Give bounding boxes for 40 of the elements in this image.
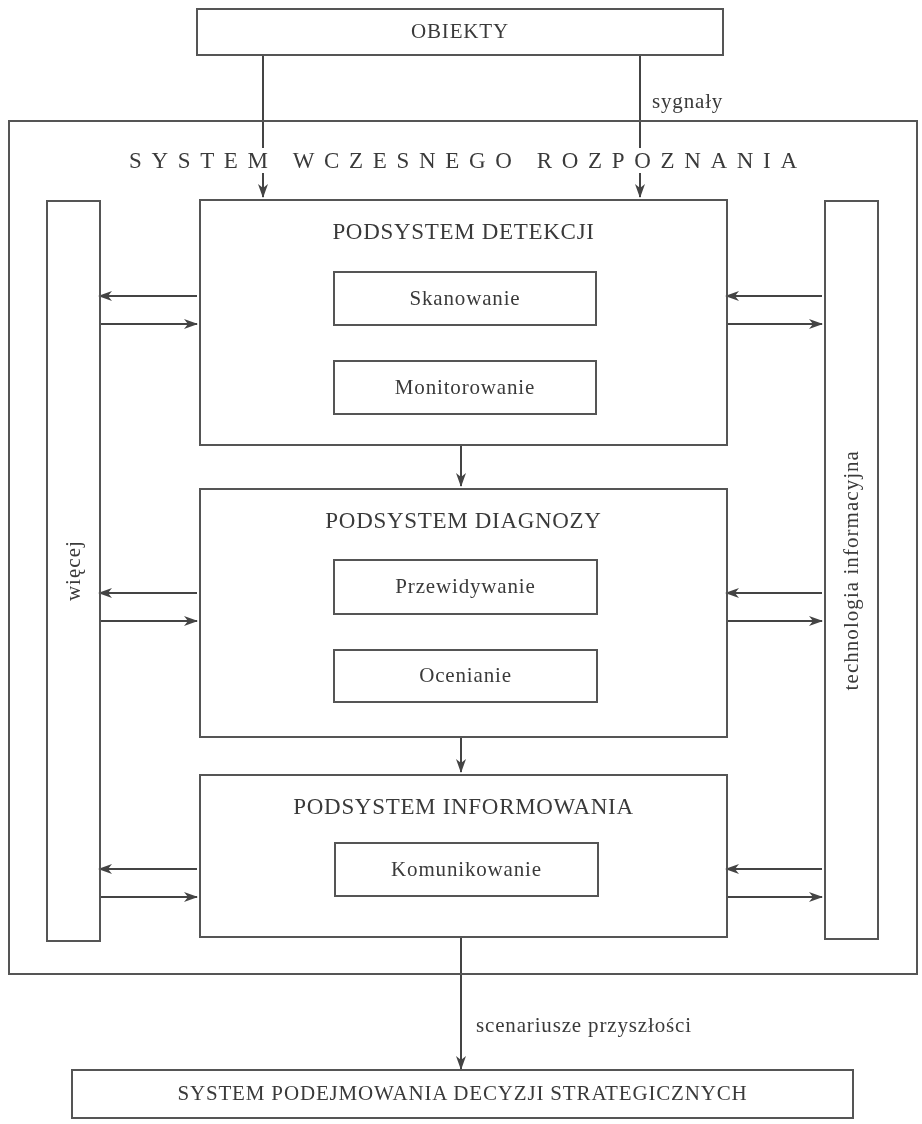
arrow — [725, 892, 823, 902]
arrow — [456, 935, 466, 1070]
arrow — [456, 735, 466, 773]
process-box — [71, 1069, 854, 1119]
box-label: Skanowanie — [409, 284, 521, 312]
process-box — [333, 559, 598, 615]
process-box — [333, 271, 597, 326]
box-label: Komunikowanie — [391, 855, 542, 883]
arrow — [725, 864, 823, 874]
process-box — [334, 842, 599, 897]
arrow — [98, 864, 198, 874]
arrow — [456, 443, 466, 487]
arrow — [98, 588, 198, 598]
vertical-bar — [46, 200, 101, 942]
subsystem-title: PODSYSTEM INFORMOWANIA — [292, 793, 635, 821]
arrow — [725, 588, 823, 598]
system-frame — [8, 120, 918, 975]
box-label: Monitorowanie — [394, 373, 536, 401]
subsystem-title: PODSYSTEM DIAGNOZY — [324, 507, 603, 535]
box-label: Ocenianie — [419, 662, 512, 690]
box-label: SYSTEM PODEJMOWANIA DECYZJI STRATEGICZNYCH — [177, 1080, 748, 1108]
arrow — [98, 291, 198, 301]
vertical-label: więcej — [59, 539, 86, 604]
process-box — [333, 360, 597, 415]
subsystem-title: PODSYSTEM DETEKCJI — [331, 218, 596, 246]
process-box — [196, 8, 724, 56]
arrow — [725, 616, 823, 626]
subsystem-box — [199, 774, 728, 938]
vertical-label: technologia informacyjna — [837, 448, 864, 693]
box-label: Przewidywanie — [395, 573, 536, 601]
box-label: OBIEKTY — [410, 18, 509, 46]
arrow — [98, 319, 198, 329]
arrow — [98, 616, 198, 626]
arrow — [725, 291, 823, 301]
arrow — [98, 892, 198, 902]
subsystem-box — [199, 488, 728, 738]
process-box — [333, 649, 598, 703]
vertical-bar — [824, 200, 879, 940]
subsystem-box — [199, 199, 728, 446]
arrow — [725, 319, 823, 329]
